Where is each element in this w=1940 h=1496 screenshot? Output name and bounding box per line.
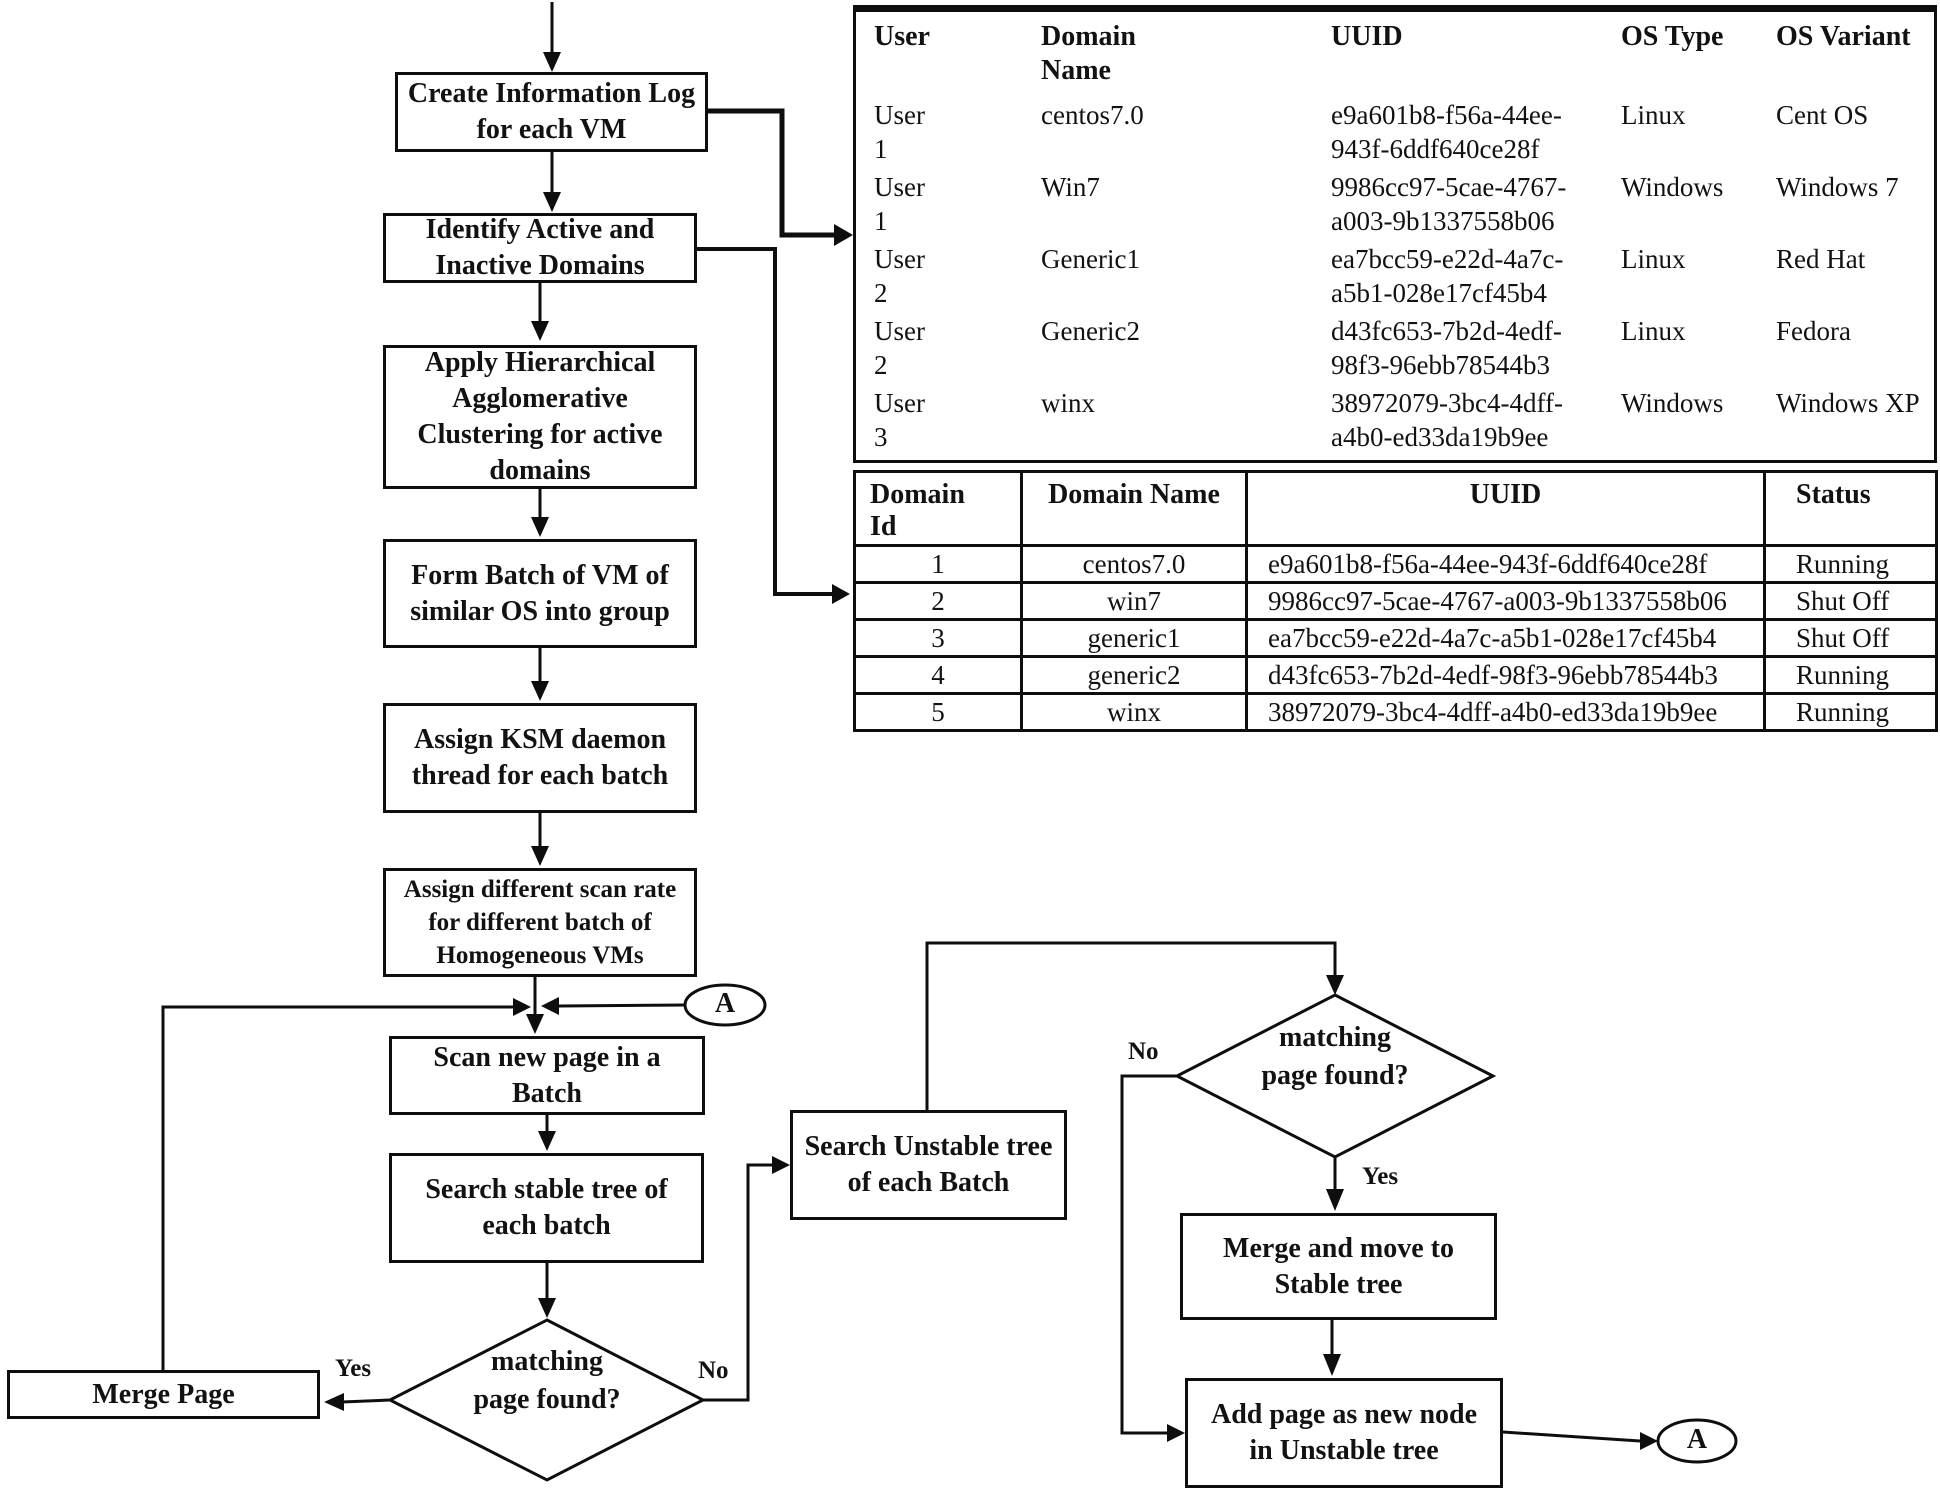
table-cell: generic1 (1020, 618, 1248, 658)
table-cell: Running (1763, 544, 1938, 584)
domain-status-header-status: Status (1763, 470, 1938, 547)
table-cell: Cent OS (1776, 100, 1869, 130)
table-row: 2 win7 9986cc97-5cae-4767-a003-9b1337558… (853, 581, 1938, 621)
table-cell: Shut Off (1763, 581, 1938, 621)
table-cell: winx (1041, 388, 1095, 418)
table-cell: 38972079-3bc4-4dff-a4b0-ed33da19b9ee (1331, 388, 1563, 452)
flow-node-assign-scan-rate: Assign different scan rate for different… (383, 868, 697, 977)
table-cell: 3 (853, 618, 1023, 658)
table-row: 3 generic1 ea7bcc59-e22d-4a7c-a5b1-028e1… (853, 618, 1938, 658)
table-cell: User 1 (874, 172, 925, 236)
table-cell: d43fc653-7b2d-4edf-98f3-96ebb78544b3 (1331, 316, 1562, 380)
vm-info-header-ostype: OS Type (1621, 21, 1724, 52)
decision-1-label: matching page found? (473, 1346, 621, 1415)
flow-node-assign-ksm: Assign KSM daemon thread for each batch (383, 703, 697, 813)
flow-node-scan-new-page: Scan new page in a Batch (389, 1036, 705, 1115)
flow-node-identify-domains: Identify Active and Inactive Domains (383, 213, 697, 283)
flow-node-create-log: Create Information Log for each VM (395, 72, 708, 152)
edge-label-no-1: No (698, 1357, 729, 1384)
table-cell: winx (1020, 692, 1248, 732)
table-row: 1 centos7.0 e9a601b8-f56a-44ee-943f-6ddf… (853, 544, 1938, 584)
connector-a-bottom (1656, 1418, 1738, 1464)
domain-status-header-uuid: UUID (1245, 470, 1766, 547)
decision-2-label: matching page found? (1261, 1022, 1409, 1091)
table-cell: Running (1763, 655, 1938, 695)
edge-label-no-2: No (1128, 1038, 1159, 1065)
table-cell: Windows (1621, 388, 1724, 418)
table-cell: Linux (1621, 316, 1686, 346)
table-cell: win7 (1020, 581, 1248, 621)
flow-node-form-batch: Form Batch of VM of similar OS into grou… (383, 539, 697, 648)
table-cell: 9986cc97-5cae-4767-a003-9b1337558b06 (1245, 581, 1766, 621)
flow-node-apply-clustering: Apply Hierarchical Agglomerative Cluster… (383, 345, 697, 489)
edge-label-yes-1: Yes (335, 1355, 372, 1382)
table-cell: generic2 (1020, 655, 1248, 695)
connector-a-top-label: A (714, 988, 736, 1019)
table-cell: Shut Off (1763, 618, 1938, 658)
table-row: 4 generic2 d43fc653-7b2d-4edf-98f3-96ebb… (853, 655, 1938, 695)
table-cell: 38972079-3bc4-4dff-a4b0-ed33da19b9ee (1245, 692, 1766, 732)
table-cell: Windows 7 (1776, 172, 1899, 202)
table-cell: User 3 (874, 388, 925, 452)
table-cell: Generic1 (1041, 244, 1140, 274)
table-cell: Windows XP (1776, 388, 1920, 418)
domain-status-header-id: Domain Id (853, 470, 1023, 547)
table-cell: Linux (1621, 244, 1686, 274)
flow-node-merge-move-stable: Merge and move to Stable tree (1180, 1213, 1497, 1320)
table-cell: 4 (853, 655, 1023, 695)
vm-info-header-domain: Domain Name (1041, 21, 1136, 86)
table-cell: User 2 (874, 244, 925, 308)
table-cell: centos7.0 (1020, 544, 1248, 584)
table-cell: e9a601b8-f56a-44ee-943f-6ddf640ce28f (1245, 544, 1766, 584)
flow-node-merge-page: Merge Page (7, 1370, 320, 1419)
vm-info-header-user: User (874, 21, 930, 52)
edge-label-yes-2: Yes (1362, 1163, 1399, 1190)
flow-node-search-unstable: Search Unstable tree of each Batch (790, 1110, 1067, 1220)
table-row: 5 winx 38972079-3bc4-4dff-a4b0-ed33da19b… (853, 692, 1938, 732)
table-cell: Running (1763, 692, 1938, 732)
vm-info-table: User Domain Name UUID OS Type OS Variant… (853, 5, 1937, 463)
decision-diamond-1 (386, 1318, 707, 1482)
flow-node-search-stable: Search stable tree of each batch (389, 1153, 704, 1263)
table-cell: centos7.0 (1041, 100, 1144, 130)
vm-info-header-uuid: UUID (1331, 21, 1403, 52)
connector-a-bottom-label: A (1686, 1424, 1708, 1455)
domain-status-header-name: Domain Name (1020, 470, 1248, 547)
table-cell: ea7bcc59-e22d-4a7c-a5b1-028e17cf45b4 (1245, 618, 1766, 658)
domain-status-table: Domain Id Domain Name UUID Status 1 cent… (853, 470, 1938, 732)
table-cell: User 2 (874, 316, 925, 380)
table-cell: d43fc653-7b2d-4edf-98f3-96ebb78544b3 (1245, 655, 1766, 695)
table-cell: e9a601b8-f56a-44ee-943f-6ddf640ce28f (1331, 100, 1562, 164)
vm-info-header-osvariant: OS Variant (1776, 21, 1911, 52)
table-cell: Fedora (1776, 316, 1851, 346)
flow-node-add-new-node: Add page as new node in Unstable tree (1185, 1378, 1503, 1488)
connector-a-top (683, 983, 767, 1027)
table-cell: Red Hat (1776, 244, 1866, 274)
table-cell: Linux (1621, 100, 1686, 130)
table-cell: Generic2 (1041, 316, 1140, 346)
table-cell: 5 (853, 692, 1023, 732)
table-cell: Windows (1621, 172, 1724, 202)
table-cell: 1 (853, 544, 1023, 584)
decision-diamond-2 (1173, 993, 1497, 1159)
table-cell: User 1 (874, 100, 925, 164)
table-cell: 2 (853, 581, 1023, 621)
table-cell: 9986cc97-5cae-4767-a003-9b1337558b06 (1331, 172, 1567, 236)
table-cell: ea7bcc59-e22d-4a7c-a5b1-028e17cf45b4 (1331, 244, 1564, 308)
table-cell: Win7 (1041, 172, 1100, 202)
